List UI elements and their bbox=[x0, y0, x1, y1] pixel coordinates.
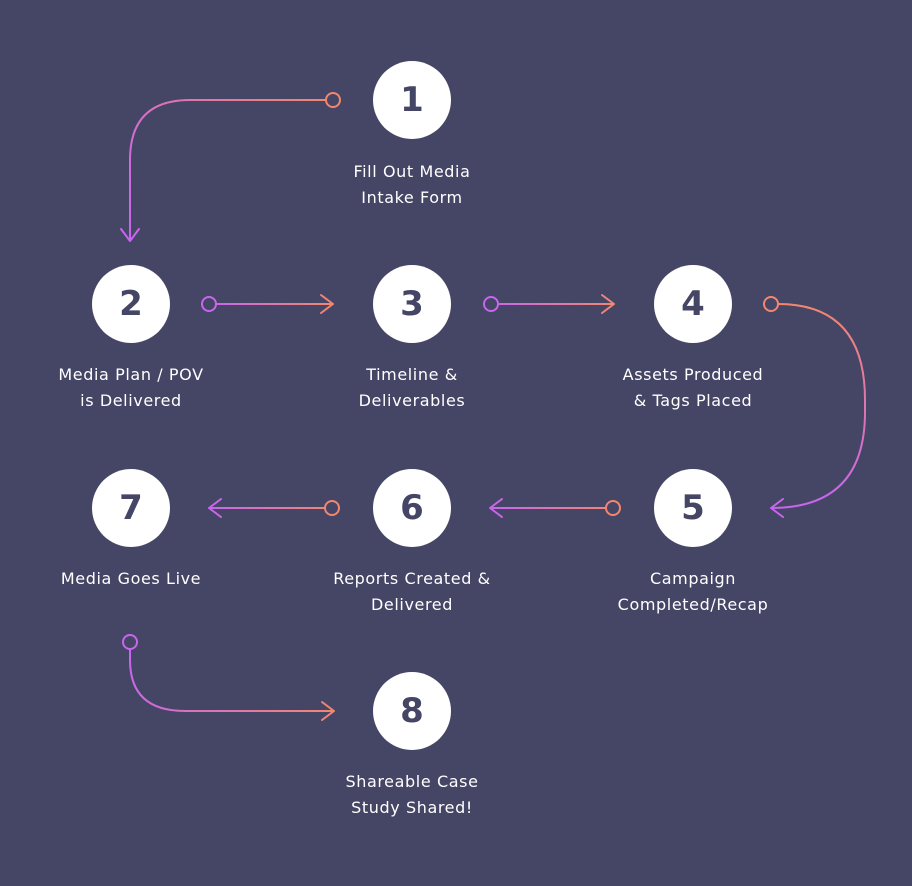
step-2-circle: 2 bbox=[92, 265, 170, 343]
connector-6-to-7 bbox=[208, 498, 340, 518]
connector-line bbox=[770, 303, 866, 509]
arrowhead-icon bbox=[601, 294, 615, 314]
step-1-label: Fill Out Media Intake Form bbox=[353, 162, 471, 207]
connector-line bbox=[129, 99, 326, 240]
step-6-circle: 6 bbox=[373, 469, 451, 547]
step-7-number: 7 bbox=[119, 488, 143, 528]
connector-2-to-3 bbox=[201, 294, 334, 314]
step-6-number: 6 bbox=[400, 488, 424, 528]
step-8-circle: 8 bbox=[373, 672, 451, 750]
step-3-label: Timeline & Deliverables bbox=[358, 365, 466, 410]
connector-7-to-8 bbox=[122, 634, 335, 721]
connector-start-dot bbox=[605, 500, 621, 516]
connector-start-dot bbox=[483, 296, 499, 312]
arrowhead-icon bbox=[489, 498, 503, 518]
arrowhead-icon bbox=[120, 228, 140, 242]
step-8-label: Shareable Case Study Shared! bbox=[345, 772, 479, 817]
step-7-label: Media Goes Live bbox=[60, 569, 202, 588]
connector-start-dot bbox=[201, 296, 217, 312]
connector-5-to-6 bbox=[489, 498, 621, 518]
connector-1-to-2 bbox=[120, 92, 341, 242]
connector-line bbox=[129, 649, 334, 712]
connector-4-to-5 bbox=[763, 296, 866, 518]
step-4-label: Assets Produced & Tags Placed bbox=[622, 365, 764, 410]
step-3-number: 3 bbox=[400, 284, 424, 324]
step-2-label: Media Plan / POV is Delivered bbox=[58, 365, 204, 410]
arrowhead-icon bbox=[770, 498, 784, 518]
connector-start-dot bbox=[324, 500, 340, 516]
step-5-circle: 5 bbox=[654, 469, 732, 547]
step-2-number: 2 bbox=[119, 284, 143, 324]
arrowhead-icon bbox=[321, 701, 335, 721]
step-4-circle: 4 bbox=[654, 265, 732, 343]
step-3-circle: 3 bbox=[373, 265, 451, 343]
step-7-circle: 7 bbox=[92, 469, 170, 547]
arrowhead-icon bbox=[320, 294, 334, 314]
step-1-circle: 1 bbox=[373, 61, 451, 139]
connector-start-dot bbox=[122, 634, 138, 650]
connector-start-dot bbox=[763, 296, 779, 312]
arrowhead-icon bbox=[208, 498, 222, 518]
step-5-number: 5 bbox=[681, 488, 705, 528]
step-1-number: 1 bbox=[400, 80, 424, 120]
step-8-number: 8 bbox=[400, 691, 424, 731]
step-4-number: 4 bbox=[681, 284, 705, 324]
connector-3-to-4 bbox=[483, 294, 615, 314]
step-5-label: Campaign Completed/Recap bbox=[617, 569, 769, 614]
connector-start-dot bbox=[325, 92, 341, 108]
step-6-label: Reports Created & Delivered bbox=[333, 569, 491, 614]
